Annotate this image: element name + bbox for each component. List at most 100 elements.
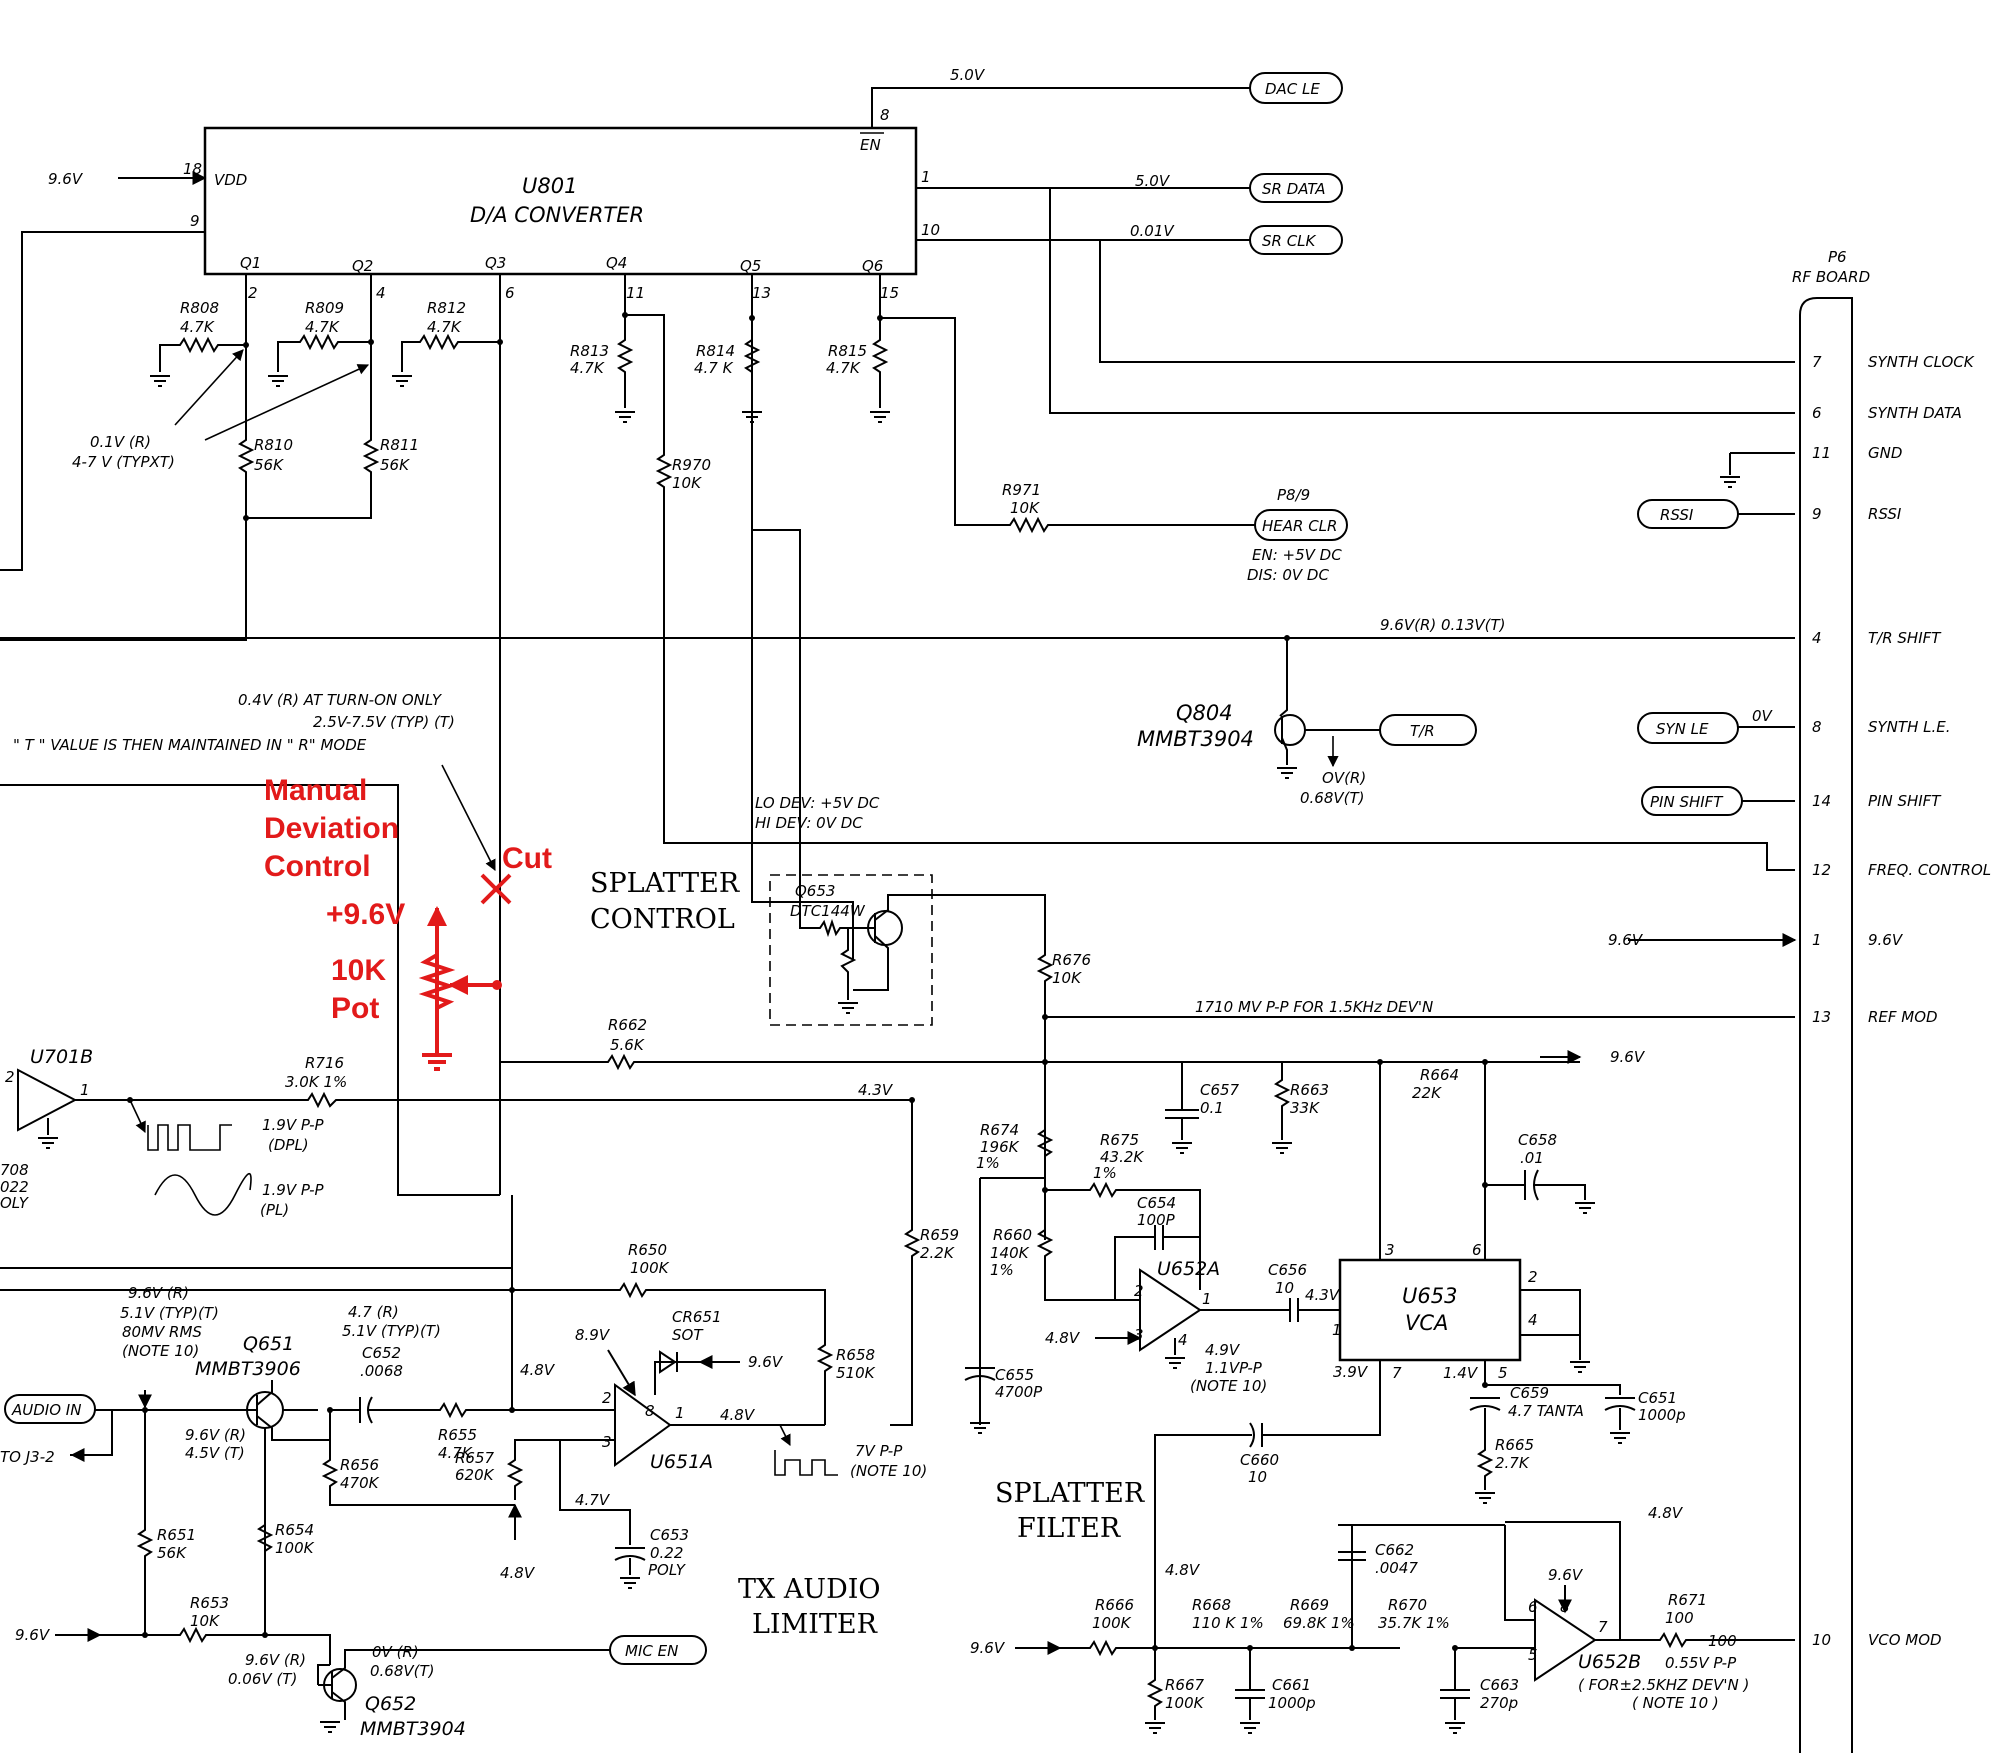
svg-text:4.9V: 4.9V	[1205, 1341, 1241, 1359]
svg-text:R650: R650	[628, 1241, 667, 1259]
svg-text:4.7 K: 4.7 K	[694, 359, 734, 377]
svg-text:9.6V: 9.6V	[48, 170, 84, 188]
svg-text:1: 1	[1202, 1290, 1212, 1308]
p6-connector: P6 RF BOARD	[1792, 248, 1870, 1753]
svg-text:022: 022	[0, 1178, 29, 1196]
svg-text:CONTROL: CONTROL	[590, 904, 735, 935]
svg-text:10: 10	[1275, 1279, 1294, 1297]
svg-text:4.3V: 4.3V	[858, 1081, 894, 1099]
svg-text:100K: 100K	[275, 1539, 315, 1557]
svg-text:4.7V: 4.7V	[575, 1491, 611, 1509]
svg-text:4.8V: 4.8V	[1165, 1561, 1201, 1579]
svg-text:C655: C655	[995, 1366, 1034, 1384]
svg-text:1: 1	[80, 1081, 90, 1099]
p6-pin-name: SYNTH L.E.	[1868, 718, 1951, 736]
svg-text:3: 3	[602, 1433, 612, 1451]
svg-text:R674: R674	[980, 1121, 1019, 1139]
svg-text:.01: .01	[1520, 1149, 1544, 1167]
svg-text:R670: R670	[1388, 1596, 1427, 1614]
pill-sr-clk: SR CLK	[1249, 225, 1343, 255]
svg-text:0V (R): 0V (R)	[372, 1643, 419, 1661]
svg-text:R657: R657	[455, 1449, 495, 1467]
svg-text:R676: R676	[1052, 951, 1091, 969]
svg-text:10: 10	[1248, 1468, 1267, 1486]
svg-text:10K: 10K	[1010, 499, 1040, 517]
svg-text:0.4V (R) AT TURN-ON ONLY: 0.4V (R) AT TURN-ON ONLY	[238, 691, 443, 709]
mod-pot-line2: Pot	[331, 992, 379, 1025]
svg-text:R675: R675	[1100, 1131, 1139, 1149]
svg-text:SPLATTER: SPLATTER	[995, 1478, 1145, 1509]
svg-text:SOT: SOT	[672, 1326, 704, 1344]
u652b: U652B 65 87 9.6V 4.8V R671 100 100 0.55V…	[1455, 1504, 1795, 1712]
svg-text:140K: 140K	[990, 1244, 1030, 1262]
svg-text:4.7K: 4.7K	[570, 359, 605, 377]
svg-text:56K: 56K	[380, 456, 410, 474]
svg-text:MIC EN: MIC EN	[625, 1642, 678, 1660]
svg-text:C659: C659	[1510, 1384, 1549, 1402]
svg-text:2: 2	[5, 1068, 15, 1086]
svg-text:(PL): (PL)	[260, 1201, 289, 1219]
svg-text:9.6V: 9.6V	[1608, 931, 1644, 949]
svg-text:4.5V (T): 4.5V (T)	[185, 1444, 245, 1462]
u801-en: EN	[860, 136, 881, 154]
svg-text:10K: 10K	[1052, 969, 1082, 987]
svg-text:80MV RMS: 80MV RMS	[122, 1323, 202, 1341]
svg-text:POLY: POLY	[648, 1561, 687, 1579]
svg-text:TX AUDIO: TX AUDIO	[738, 1574, 881, 1605]
svg-text:6: 6	[505, 284, 515, 302]
svg-text:RF BOARD: RF BOARD	[1792, 268, 1870, 286]
svg-text:1%: 1%	[976, 1154, 1000, 1172]
svg-text:R813: R813	[570, 342, 609, 360]
q651-section: AUDIO IN TO J3-2 9.6V (R) 5.1V (TYP)(T) …	[0, 1284, 610, 1740]
p6-pin-name: FREQ. CONTROL	[1868, 861, 1991, 879]
svg-text:R659: R659	[920, 1226, 959, 1244]
svg-text:100P: 100P	[1137, 1211, 1176, 1229]
svg-text:R716: R716	[305, 1054, 344, 1072]
p6-pin-num: 10	[1812, 1631, 1831, 1649]
mod-pot-line1: 10K	[331, 954, 386, 987]
svg-text:4.7 TANTA: 4.7 TANTA	[1508, 1402, 1584, 1420]
svg-text:C651: C651	[1638, 1389, 1677, 1407]
mod-cut-label: Cut	[502, 842, 552, 875]
svg-text:R658: R658	[836, 1346, 875, 1364]
svg-text:R810: R810	[254, 436, 293, 454]
svg-text:4.7K: 4.7K	[438, 1444, 473, 1462]
svg-text:(DPL): (DPL)	[268, 1136, 309, 1154]
pill-sr-data: SR DATA	[1249, 173, 1343, 203]
svg-text:69.8K 1%: 69.8K 1%	[1283, 1614, 1355, 1632]
p6-pin-num: 4	[1812, 629, 1822, 647]
svg-text:C663: C663	[1480, 1676, 1519, 1694]
svg-text:13: 13	[752, 284, 771, 302]
svg-text:R811: R811	[380, 436, 419, 454]
svg-text:7V P-P: 7V P-P	[855, 1442, 903, 1460]
svg-text:1000p: 1000p	[1638, 1406, 1686, 1424]
svg-text:0V: 0V	[1752, 707, 1774, 725]
svg-text:R655: R655	[438, 1426, 477, 1444]
svg-text:EN: +5V DC: EN: +5V DC	[1252, 546, 1342, 564]
svg-text:4.8V: 4.8V	[720, 1406, 756, 1424]
svg-text:7: 7	[1392, 1364, 1402, 1382]
mod-manual-line1: Manual	[264, 774, 367, 807]
svg-text:4: 4	[1528, 1311, 1538, 1329]
svg-text:C660: C660	[1240, 1451, 1279, 1469]
p89-ref: P8/9	[1277, 486, 1310, 504]
svg-text:4700P: 4700P	[995, 1383, 1043, 1401]
splatter-control: SPLATTER CONTROL Q653 DTC144W LO DEV: +5…	[590, 533, 1046, 1026]
svg-text:35.7K 1%: 35.7K 1%	[1378, 1614, 1450, 1632]
svg-text:6: 6	[1472, 1241, 1482, 1259]
svg-text:5.1V (TYP)(T): 5.1V (TYP)(T)	[120, 1304, 219, 1322]
svg-text:6: 6	[1528, 1598, 1538, 1616]
svg-text:2.5V-7.5V (TYP) (T): 2.5V-7.5V (TYP) (T)	[313, 713, 455, 731]
svg-text:2: 2	[1134, 1282, 1144, 1300]
svg-text:2: 2	[1528, 1268, 1538, 1286]
svg-text:VCA: VCA	[1405, 1311, 1448, 1335]
svg-text:7: 7	[1598, 1618, 1608, 1636]
svg-text:(NOTE 10): (NOTE 10)	[122, 1342, 199, 1360]
svg-text:R664: R664	[1420, 1066, 1459, 1084]
svg-text:8: 8	[880, 106, 890, 124]
svg-text:.0068: .0068	[360, 1362, 403, 1380]
svg-text:9.6V: 9.6V	[15, 1626, 51, 1644]
svg-text:5.6K: 5.6K	[610, 1036, 645, 1054]
svg-text:56K: 56K	[157, 1544, 187, 1562]
